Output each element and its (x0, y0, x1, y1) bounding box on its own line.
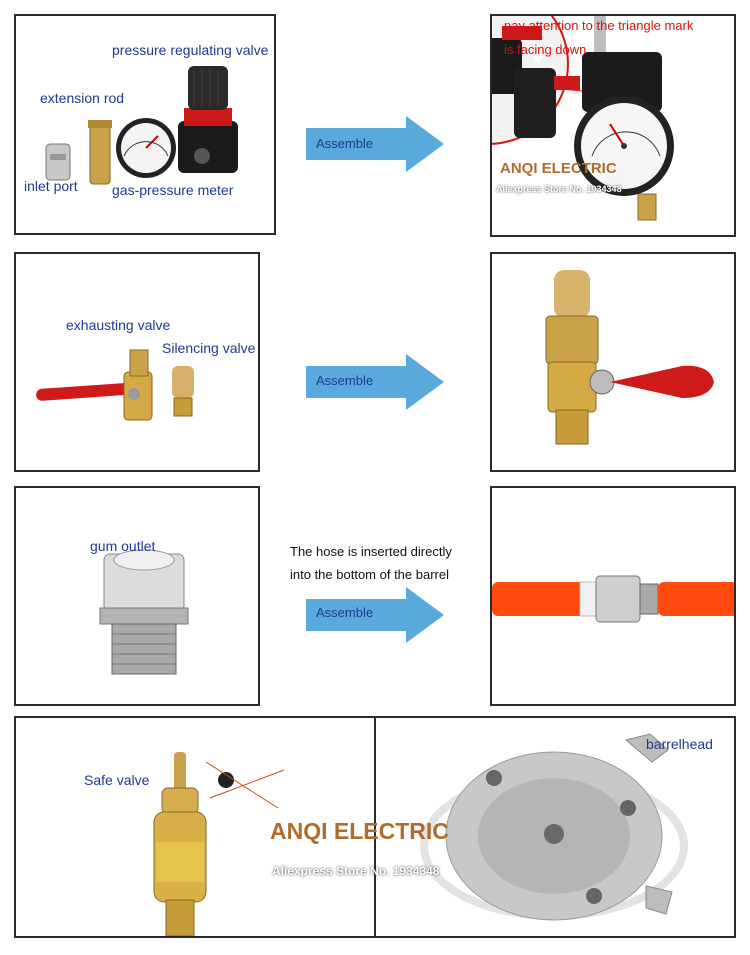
label-gum-outlet: gum outlet (90, 538, 156, 554)
label-gas-pressure-meter: gas-pressure meter (112, 182, 234, 198)
panel-row4-right: barrelhead (374, 716, 736, 938)
assemble-label-row2: Assemble (316, 373, 374, 388)
note-hose-line2: into the bottom of the barrel (290, 567, 449, 582)
note-hose-line1: The hose is inserted directly (290, 544, 452, 559)
panel-row2-left: exhausting valve Silencing valve (14, 252, 260, 472)
assemble-label-row3: Assemble (316, 605, 374, 620)
label-pressure-regulating-valve: pressure regulating valve (112, 42, 269, 58)
assemble-arrow-row2 (306, 354, 444, 410)
assemble-arrow-row1 (306, 116, 444, 172)
watermark-brand-row4: ANQI ELECTRIC (270, 818, 449, 844)
label-inlet-port: inlet port (24, 178, 78, 194)
assembled-valve-image (545, 270, 714, 445)
panel-row1-left: pressure regulating valve extension rod … (14, 14, 276, 235)
watermark-brand-row1: ANQI ELECTRIC (500, 160, 617, 177)
label-safe-valve: Safe valve (84, 772, 150, 788)
watermark-store-row4: Aliexpress Store No. 1934348 (272, 864, 440, 878)
watermark-store-row1: Aliexpress Store No. 1934348 (496, 184, 622, 194)
label-exhausting-valve: exhausting valve (66, 317, 171, 333)
panel-row2-right (490, 252, 736, 472)
panel-row4-left: Safe valve (14, 716, 376, 938)
assembled-regulator-image (492, 16, 674, 221)
assemble-arrow-row3 (306, 587, 444, 643)
hose-assembly-image (492, 575, 734, 623)
assemble-label-row1: Assemble (316, 136, 374, 151)
gum-outlet-image (99, 549, 189, 675)
label-barrelhead: barrelhead (646, 736, 713, 752)
valves-image (36, 349, 194, 421)
panel-row3-left: gum outlet (14, 486, 260, 706)
note-triangle-mark-line1: pay attention to the triangle mark (504, 18, 694, 33)
label-silencing-valve: Silencing valve (162, 340, 256, 356)
safe-valve-image (153, 752, 285, 936)
panel-row3-right (490, 486, 736, 706)
panel-row1-right: pay attention to the triangle mark is fa… (490, 14, 736, 237)
label-extension-rod: extension rod (40, 90, 125, 106)
note-triangle-mark-line2: is facing down (504, 42, 587, 57)
barrelhead-image (420, 733, 688, 921)
extension-rod-image (45, 66, 238, 185)
